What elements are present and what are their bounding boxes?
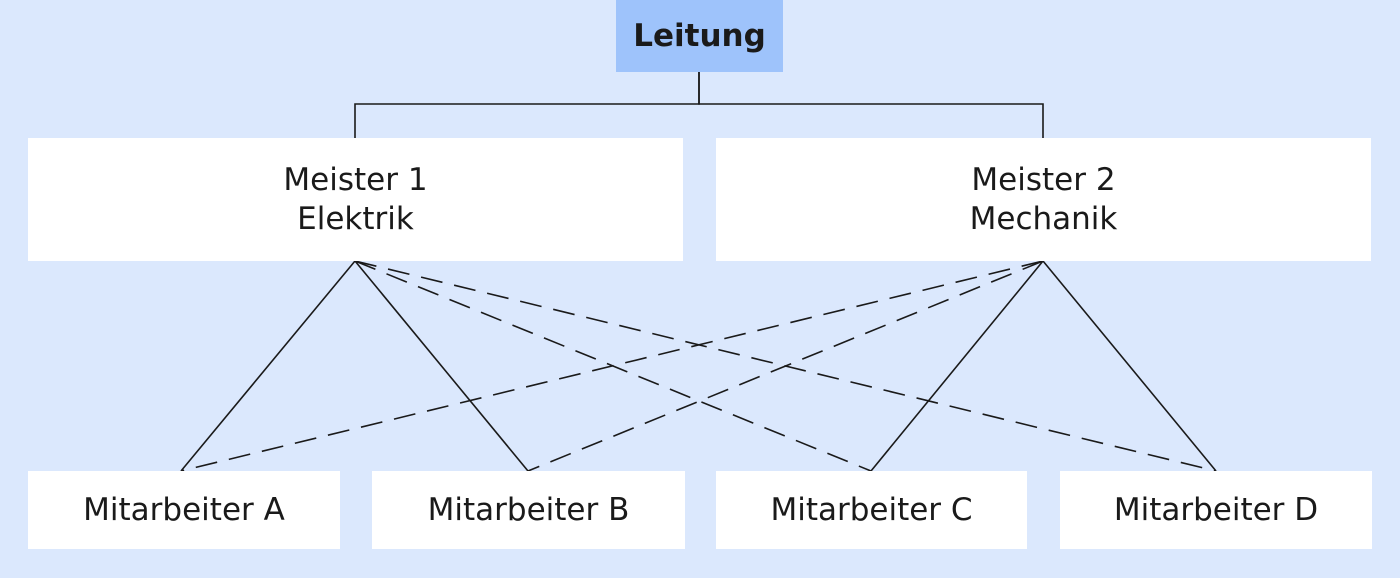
mitarbeiter-d-box: Mitarbeiter D (1060, 471, 1372, 549)
mitarbeiter-c-box: Mitarbeiter C (716, 471, 1027, 549)
leitung-connector (354, 72, 1044, 138)
edge-meister2-mitarbeiter_a-dashed (180, 260, 1044, 472)
meister-2-dept: Mechanik (969, 200, 1118, 237)
edge-meister2-mitarbeiter_b-dashed (527, 260, 1044, 472)
mitarbeiter-c-label: Mitarbeiter C (770, 491, 973, 528)
mitarbeiter-b-box: Mitarbeiter B (372, 471, 685, 549)
mitarbeiter-b-label: Mitarbeiter B (427, 491, 630, 528)
edge-leitung-meister1 (354, 72, 700, 138)
meister-1-title: Meister 1 (283, 161, 428, 198)
mitarbeiter-a-label: Mitarbeiter A (83, 491, 285, 528)
mitarbeiter-a-box: Mitarbeiter A (28, 471, 340, 549)
leitung-box: Leitung (616, 0, 783, 72)
meister-2-box: Meister 2 Mechanik (716, 138, 1371, 261)
leitung-label: Leitung (633, 17, 766, 54)
meister-1-box: Meister 1 Elektrik (28, 138, 683, 261)
link-lines (180, 260, 1217, 472)
meister-1-dept: Elektrik (297, 200, 414, 237)
edge-meister1-mitarbeiter_b-solid (354, 260, 529, 472)
mitarbeiter-d-label: Mitarbeiter D (1113, 491, 1319, 528)
edge-leitung-meister2 (698, 72, 1044, 138)
edge-meister2-mitarbeiter_d-solid (1042, 260, 1217, 472)
edge-meister1-mitarbeiter_a-solid (180, 260, 356, 472)
edge-meister2-mitarbeiter_c-solid (870, 260, 1044, 472)
meister-2-title: Meister 2 (971, 161, 1116, 198)
